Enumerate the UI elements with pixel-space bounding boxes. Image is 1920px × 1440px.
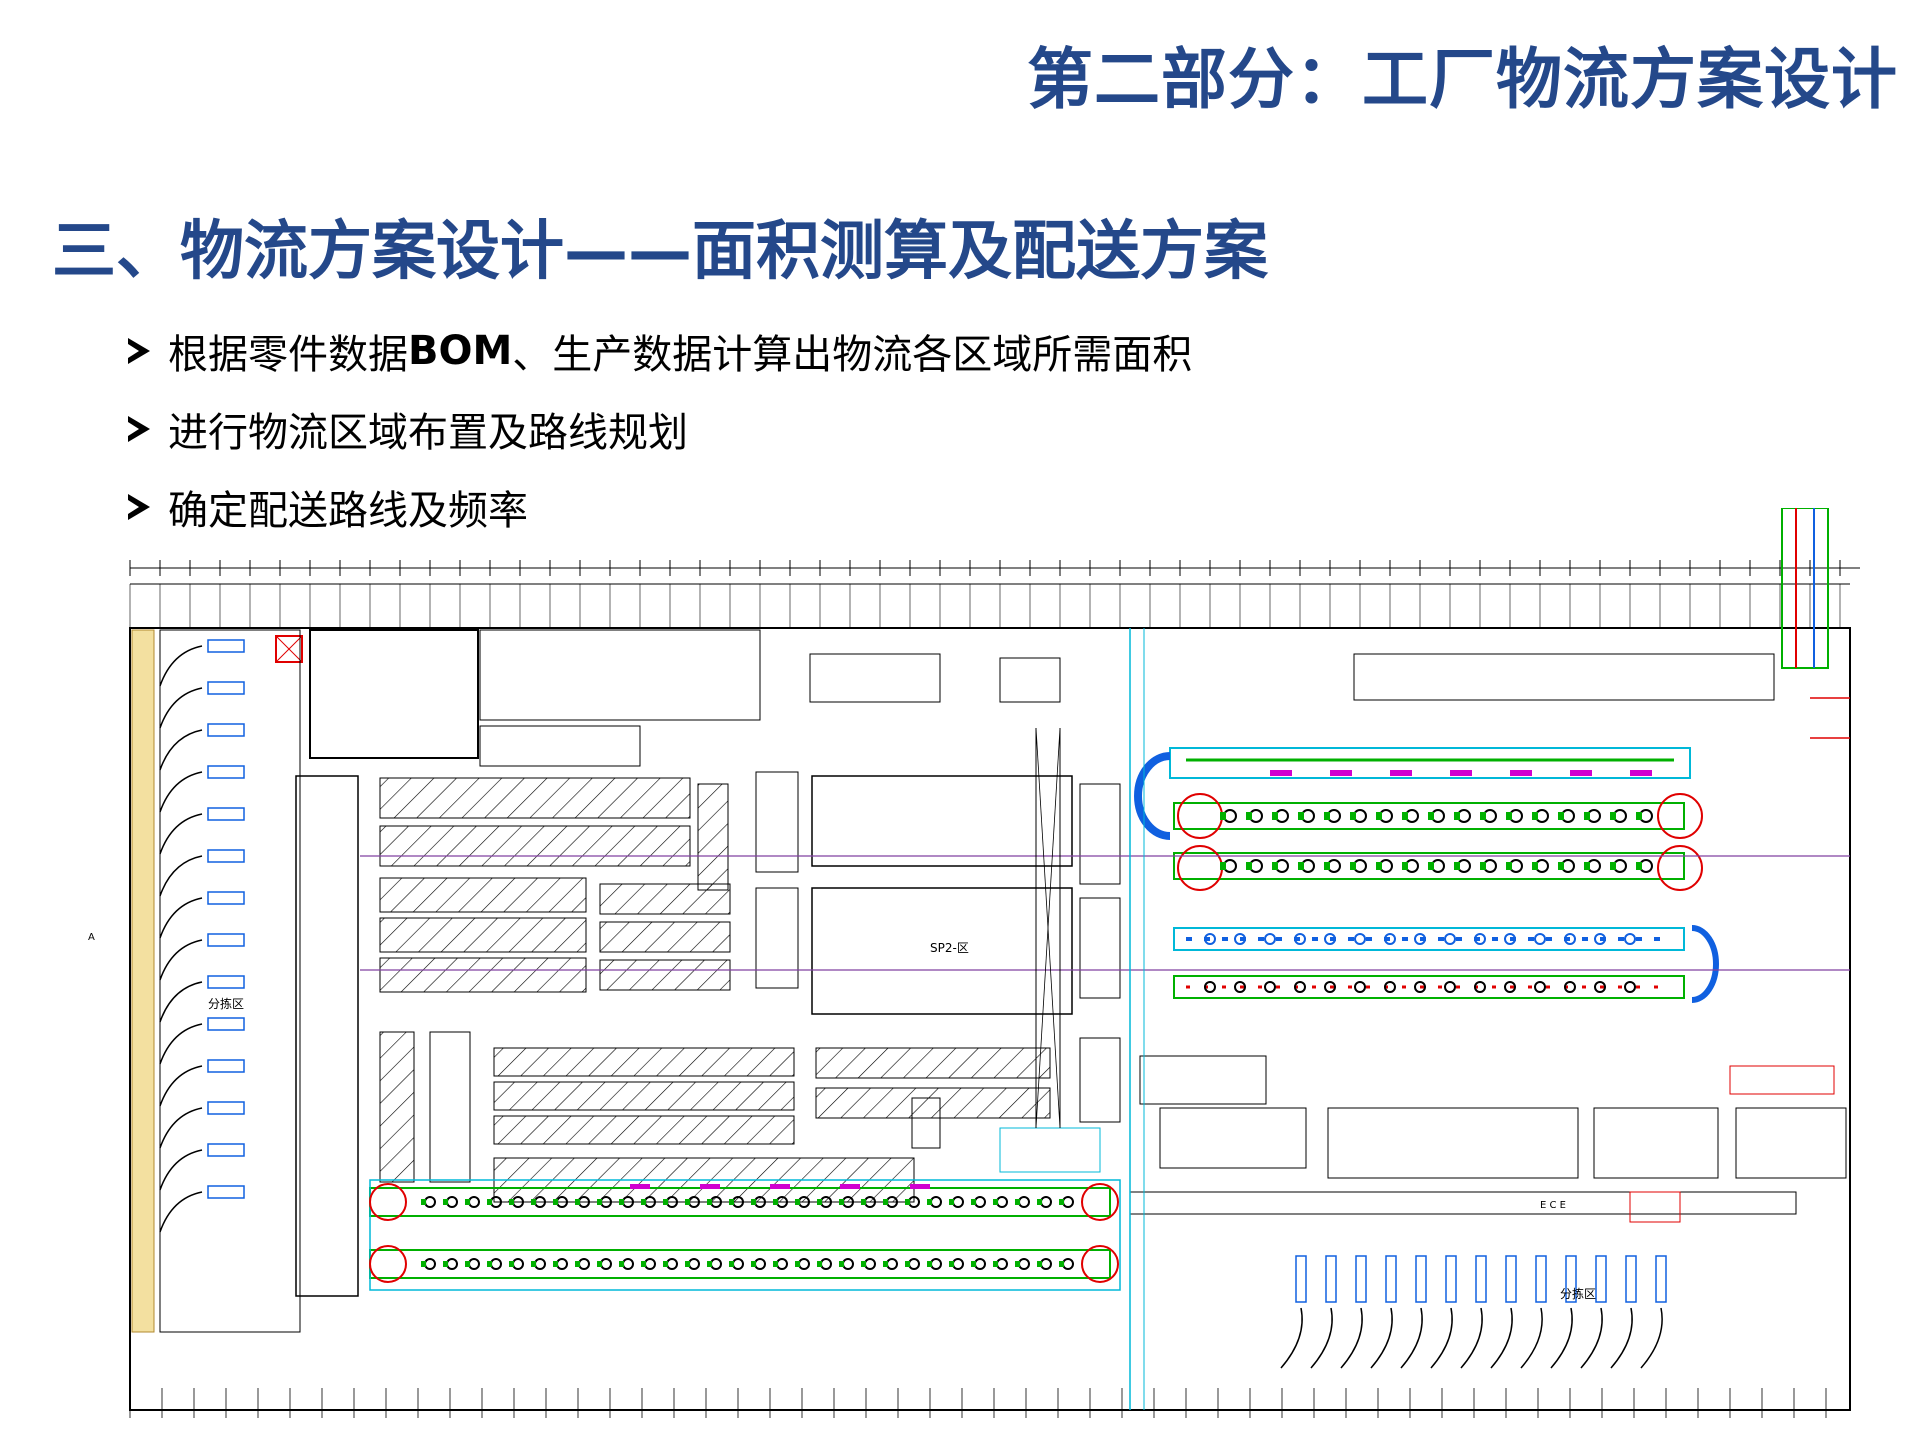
- bullet-text-bold: BOM: [408, 328, 513, 374]
- header-title: 第二部分：工厂物流方案设计: [1027, 41, 1898, 118]
- assembly-lines-right: [1134, 747, 1719, 1003]
- top-dimension-line: [130, 567, 1860, 585]
- route-lines: [360, 628, 1850, 1410]
- building-outline: [129, 627, 1851, 1411]
- receiving-strip: [131, 629, 155, 1333]
- bottom-dimension-ticks: [129, 1388, 1827, 1418]
- assembly-lines-bottom: [369, 1127, 1121, 1291]
- aisle-mark: E C E: [1540, 1200, 1566, 1211]
- side-mark: A: [88, 932, 95, 943]
- arrow-bullet-icon: [128, 416, 150, 442]
- right-lower-zones: [1129, 1055, 1847, 1223]
- bullet-text: 、生产数据计算出物流各区域所需面积: [512, 332, 1193, 378]
- bullet-item: 进行物流区域布置及路线规划: [128, 390, 1192, 468]
- zone-label: 分拣区: [1560, 1286, 1596, 1301]
- top-dimension-ticks: [129, 560, 1841, 628]
- workstation-markers-bottom: [421, 1184, 1074, 1270]
- bullet-text: 进行物流区域布置及路线规划: [168, 410, 688, 456]
- top-right-structure: [809, 508, 1829, 703]
- zone-label: SP2-区: [930, 941, 969, 955]
- section-title: 三、物流方案设计——面积测算及配送方案: [52, 215, 1268, 289]
- arrow-bullet-icon: [128, 338, 150, 364]
- shelf-rows: [429, 771, 1121, 1183]
- bullet-item: 确定配送路线及频率: [128, 468, 1192, 546]
- bullet-text: 确定配送路线及频率: [168, 488, 528, 534]
- workstation-markers: [1204, 770, 1653, 993]
- factory-layout-svg: SP2-区 E C: [88, 508, 1860, 1418]
- bullet-text: 根据零件数据: [168, 332, 408, 378]
- arrow-bullet-icon: [128, 494, 150, 520]
- storage-racks: [379, 777, 1051, 1203]
- left-dock-bays: [159, 639, 245, 1233]
- zone-label: 分拣区: [208, 996, 244, 1011]
- factory-layout-drawing: SP2-区 E C: [70, 508, 1860, 1420]
- bottom-dock-bays: [1280, 1255, 1667, 1369]
